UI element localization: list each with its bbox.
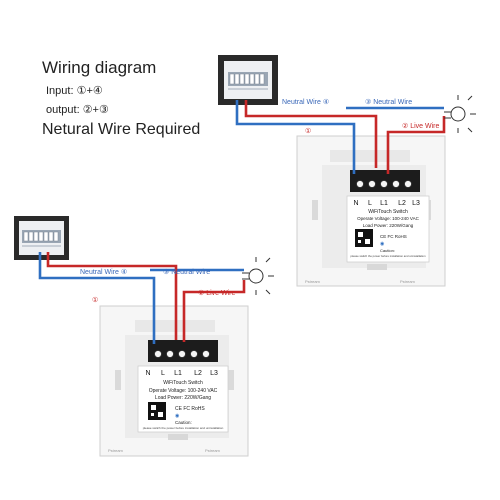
diagram-title: Wiring diagram (42, 58, 157, 77)
terminal-L: L (368, 200, 372, 207)
breaker-box-bottom (14, 216, 69, 260)
switch-cert: CE FC RoHS (175, 406, 205, 412)
breaker-box-top (218, 55, 278, 105)
panel-bottom-mark-left: Pstream (108, 448, 124, 453)
live-wire-1-bottom (46, 252, 178, 340)
terminal-L3: L3 (210, 370, 218, 377)
output-terminals-text: output: ②+③ (46, 104, 109, 116)
product-label-top: WiFiTouch Switch Operate Voltage: 100-24… (350, 209, 426, 258)
panel-top-mark-right: Pstream (400, 279, 416, 284)
label-live-2-bottom: ② Live Wire (198, 289, 235, 297)
terminal-L2: L2 (194, 370, 202, 377)
panel-bottom-mark-right: Pstream (205, 448, 221, 453)
live-wire-2-bottom (182, 280, 246, 342)
switch-panel-bottom: Pstream Pstream (99, 305, 249, 457)
switch-name: WiFiTouch Switch (163, 380, 203, 386)
panel-top-mark-left: Pstream (305, 279, 321, 284)
wires-top (235, 100, 446, 174)
product-label-bottom: WiFiTouch Switch Operate Voltage: 100-24… (143, 380, 224, 430)
neutral-wire-4-top (235, 100, 356, 174)
label-neutral-3-bottom: ③ Neutral Wire (163, 268, 210, 276)
live-wire-1-top (244, 100, 378, 168)
switch-cert: CE FC RoHS (380, 234, 407, 239)
wires-bottom (38, 252, 246, 344)
switch-name: WiFiTouch Switch (368, 209, 408, 215)
terminal-N: N (353, 200, 358, 207)
lamp-icon-top (444, 95, 476, 133)
terminal-L1: L1 (380, 200, 388, 207)
terminal-strip-top (356, 180, 412, 188)
switch-voltage: Operate Voltage: 100-240 VAC (357, 216, 419, 221)
switch-power: Load Power: 220W/Gang (363, 223, 414, 228)
terminal-L1: L1 (174, 370, 182, 377)
bottom-assembly: Pstream Pstream N L L1 (14, 216, 274, 457)
label-neutral-4-bottom: Neutral Wire ④ (80, 268, 127, 276)
terminal-strip-bottom (154, 350, 210, 358)
label-mark-1-top: ① (305, 127, 311, 135)
switch-caution: Caution: (380, 248, 395, 253)
wifi-icon: ◉ (175, 413, 180, 419)
neutral-required-text: Netural Wire Required (42, 121, 201, 138)
label-live-2-top: ② Live Wire (402, 122, 439, 130)
switch-caution: Caution: (175, 420, 192, 425)
lamp-icon-bottom (242, 257, 274, 295)
label-neutral-4-top: Neutral Wire ④ (282, 98, 329, 106)
wifi-icon: ◉ (380, 241, 385, 247)
top-assembly: Pstream Pstream N L L1 (218, 55, 476, 287)
neutral-wire-4-bottom (38, 252, 156, 344)
switch-voltage: Operate Voltage: 100-240 VAC (149, 388, 218, 394)
terminal-L3: L3 (412, 200, 420, 207)
label-neutral-3-top: ③ Neutral Wire (365, 98, 412, 106)
switch-caution-note: please switch the power before installat… (350, 254, 426, 258)
live-wire-2-top (386, 116, 446, 174)
switch-power: Load Power: 220W/Gang (155, 395, 211, 401)
terminal-L: L (161, 370, 165, 377)
label-mark-1-bottom: ① (92, 296, 98, 304)
terminal-L2: L2 (398, 200, 406, 207)
terminal-N: N (145, 370, 150, 377)
input-terminals-text: Input: ①+④ (46, 85, 103, 97)
switch-caution-note: please switch the power before installat… (143, 426, 224, 430)
